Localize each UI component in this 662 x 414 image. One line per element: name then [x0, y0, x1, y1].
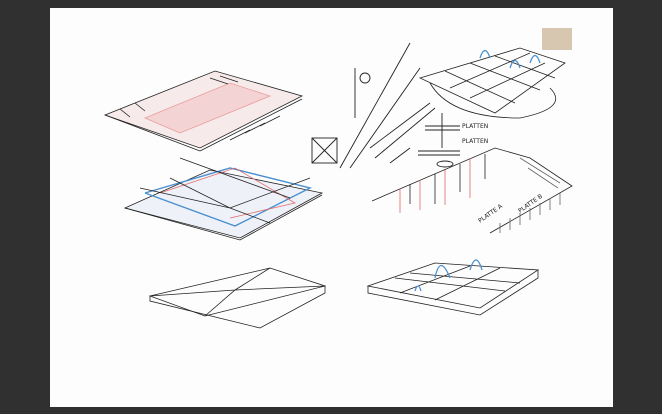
sketch-detail-section [311, 42, 436, 169]
sketch-sheet: PLATTEN PLATTEN PLATTE A PLATTE B [50, 8, 613, 407]
sketch-frame-structure [123, 157, 324, 241]
sketch-flat-pyramid [148, 267, 327, 329]
label-platte-a: PLATTE A [477, 202, 504, 224]
sketch-plate-hatched [103, 70, 304, 152]
sketch-section-hatched [371, 147, 573, 234]
label-platten-upper: PLATTEN [462, 123, 488, 130]
sketch-leveling-foot [418, 113, 460, 168]
photo-thumbnail [542, 28, 572, 50]
sketch-plate-grid [418, 47, 566, 119]
sketch-tiled-plate [366, 259, 540, 316]
sketch-drawings: PLATTEN PLATTEN PLATTE A PLATTE B [103, 28, 573, 329]
label-platten-lower: PLATTEN [462, 138, 488, 145]
